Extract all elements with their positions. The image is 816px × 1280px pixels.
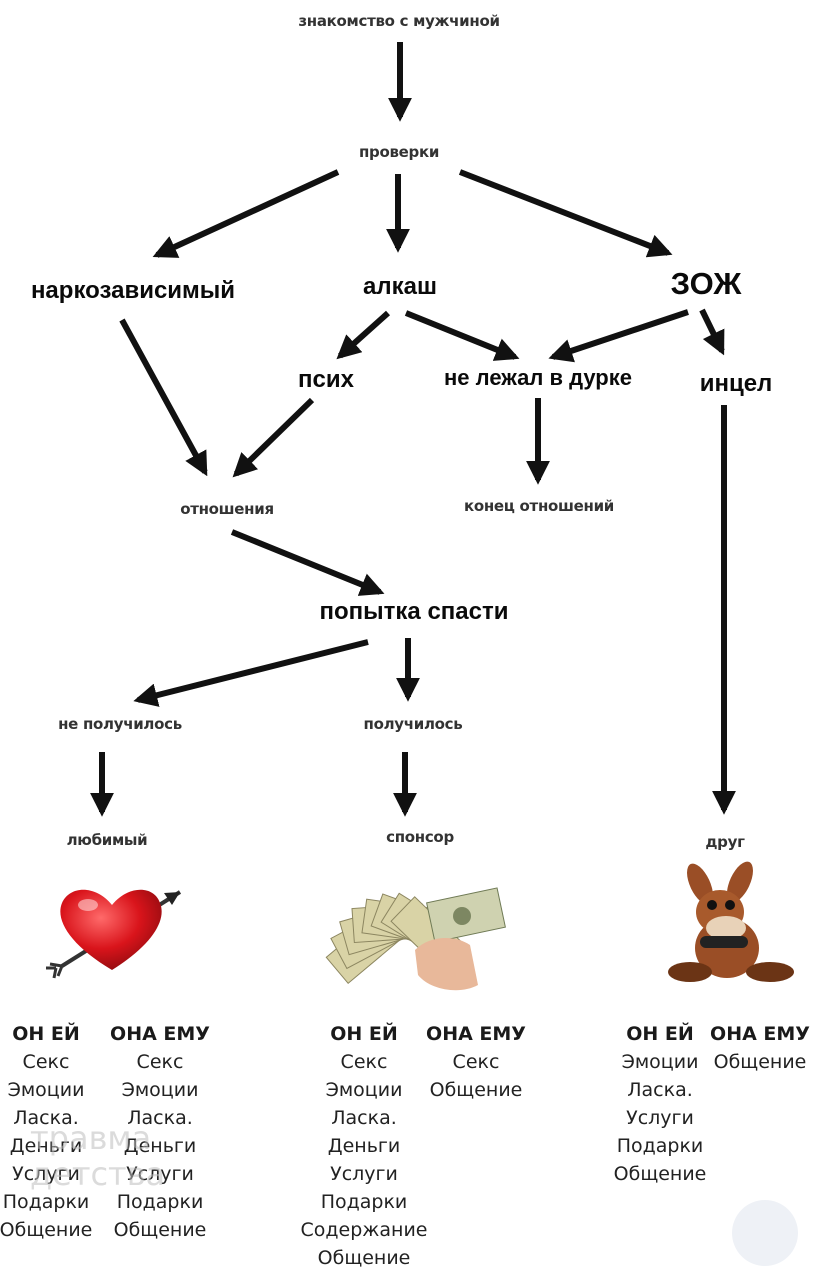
list-item: Общение <box>317 1247 411 1269</box>
node-ne-poluchilos: не получилось <box>58 715 182 733</box>
node-poluchilos: получилось <box>363 715 463 733</box>
list-item: Секс <box>22 1051 70 1073</box>
list-item: Общение <box>0 1219 93 1241</box>
list-item: Эмоции <box>121 1079 199 1101</box>
list-item: Услуги <box>626 1107 694 1129</box>
arrow-zozh-nelezhal <box>548 309 689 363</box>
node-sponsor: спонсор <box>386 828 454 846</box>
node-lyubimyi: любимый <box>66 831 148 849</box>
list-item: Ласка. <box>127 1107 193 1129</box>
arrow-popytka-nepoluchilos <box>133 639 369 707</box>
list-item: Секс <box>452 1051 500 1073</box>
list-item: Ласка. <box>331 1107 397 1129</box>
arrow-proverki-narko <box>152 169 340 258</box>
list-item: Эмоции <box>7 1079 85 1101</box>
arrow-psih-otnosheniya <box>232 397 315 478</box>
node-ne-lezhal: не лежал в дурке <box>444 365 632 390</box>
node-zozh: ЗОЖ <box>670 266 742 301</box>
list-right-she: ОНА ЕМУ Общение <box>710 1020 810 1076</box>
list-left-he: ОН ЕЙ Секс Эмоции Ласка. Деньги Услуги П… <box>0 1020 92 1244</box>
list-right-he: ОН ЕЙ Эмоции Ласка. Услуги Подарки Общен… <box>614 1020 707 1188</box>
arrow-proverki-zozh <box>458 169 673 258</box>
donkey-toy-image <box>668 861 794 982</box>
node-konec: конец отношений <box>463 497 615 515</box>
node-alkash: алкаш <box>363 273 437 300</box>
list-header: ОНА ЕМУ <box>110 1023 210 1045</box>
node-incel: инцел <box>699 370 773 397</box>
corner-logo <box>732 1200 798 1266</box>
list-item: Подарки <box>116 1191 204 1213</box>
list-item: Общение <box>429 1079 523 1101</box>
list-item: Секс <box>340 1051 388 1073</box>
list-item: Услуги <box>12 1163 80 1185</box>
list-item: Услуги <box>126 1163 194 1185</box>
heart-with-arrow-image <box>46 889 182 979</box>
list-header: ОНА ЕМУ <box>710 1023 810 1045</box>
list-item: Деньги <box>327 1135 401 1157</box>
money-image <box>325 887 506 991</box>
list-item: Секс <box>136 1051 184 1073</box>
list-item: Эмоции <box>325 1079 403 1101</box>
list-mid-he: ОН ЕЙ Секс Эмоции Ласка. Деньги Услуги П… <box>301 1020 428 1272</box>
list-item: Подарки <box>2 1191 90 1213</box>
list-item: Подарки <box>616 1135 704 1157</box>
arrow-zozh-incel <box>699 308 725 356</box>
list-item: Общение <box>713 1051 807 1073</box>
list-item: Деньги <box>123 1135 197 1157</box>
list-left-she: ОНА ЕМУ Секс Эмоции Ласка. Деньги Услуги… <box>110 1020 210 1244</box>
list-header: ОН ЕЙ <box>12 1023 80 1045</box>
list-item: Ласка. <box>627 1079 693 1101</box>
arrow-otnosheniya-popytka <box>230 529 385 596</box>
arrow-narko-otnosheniya <box>119 318 208 477</box>
node-psih: псих <box>298 366 354 393</box>
list-item: Услуги <box>330 1163 398 1185</box>
list-item: Общение <box>113 1219 207 1241</box>
list-item: Ласка. <box>13 1107 79 1129</box>
node-znakomstvo: знакомство с мужчиной <box>298 12 500 30</box>
list-header: ОН ЕЙ <box>330 1023 398 1045</box>
list-item: Эмоции <box>621 1051 699 1073</box>
list-item: Подарки <box>320 1191 408 1213</box>
node-popytka: попытка спасти <box>319 598 509 625</box>
arrow-alkash-psih <box>336 310 391 360</box>
list-header: ОНА ЕМУ <box>426 1023 526 1045</box>
list-item: Содержание <box>300 1219 428 1241</box>
node-proverki: проверки <box>358 143 440 161</box>
list-mid-she: ОНА ЕМУ Секс Общение <box>426 1020 526 1104</box>
node-otnosheniya: отношения <box>180 500 274 518</box>
arrow-alkash-nelezhal <box>404 310 520 361</box>
list-item: Общение <box>613 1163 707 1185</box>
list-item: Деньги <box>9 1135 83 1157</box>
list-header: ОН ЕЙ <box>626 1023 694 1045</box>
node-drug: друг <box>705 833 745 851</box>
node-narko: наркозависимый <box>30 277 236 304</box>
